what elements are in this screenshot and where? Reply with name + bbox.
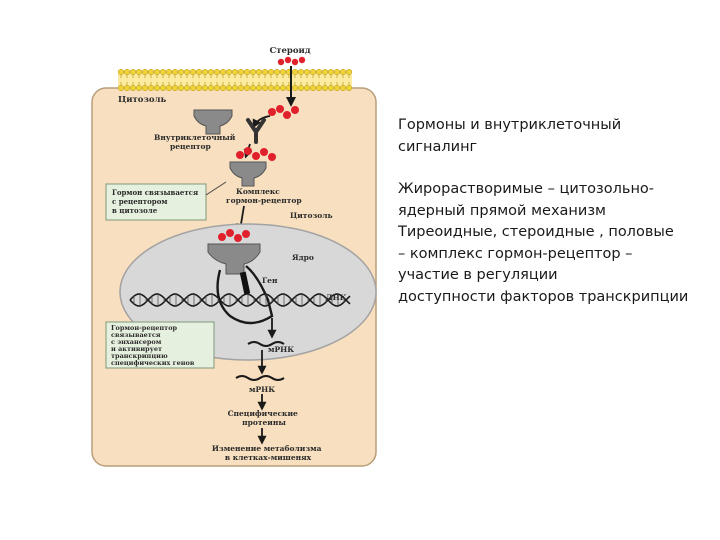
dna-label: ДНК [326,293,347,302]
note-box-cytosol-text: Гормон связывается с рецептором в цитозо… [112,188,201,215]
note-box-nucleus-text: Гормон-рецептор связывается с энхансером… [111,324,195,367]
mrna-nucleus-label: мРНК [268,345,294,354]
nucleus-label: Ядро [292,253,314,262]
steroid-signaling-diagram: Стероид Цитозоль Внутриклеточный рецепто… [91,46,377,467]
slide-body-line: ядерный прямой механизм [398,202,606,219]
steroid-hormone-icon [218,229,250,242]
gene-marker [239,271,251,295]
mrna-strand [235,375,285,381]
slide-title-line: сигналинг [398,138,478,155]
steroid-hormone-icon [268,105,299,119]
mrna-cytosol-label: мРНК [249,385,275,394]
cytosol-label-2: Цитозоль [290,211,333,220]
receptor-icon [193,109,233,135]
specific-proteins-label: Специфические протеины [228,409,301,427]
chaperone-icon [246,118,266,144]
receptor-icon [229,161,267,187]
hormone-to-receptor-arrow [252,115,271,129]
intracellular-receptor-label: Внутриклеточный рецептор [154,133,238,151]
note-box-cytosol [105,183,207,221]
slide-body-line: – комплекс гормон-рецептор – [398,245,633,262]
cytosol-label: Цитозоль [118,95,167,105]
dna-loop [216,265,274,325]
note-box-cytosol-pointer [205,181,227,196]
slide-title: Гормоны и внутриклеточный сигналинг [398,115,698,158]
note-box-nucleus [105,321,215,369]
mrna-strand [247,341,285,347]
slide-body-line: участие в регуляции [398,267,558,283]
slide-body-line: доступности факторов транскрипции [398,288,689,305]
steroid-label: Стероид [269,46,310,56]
metabolism-change-label: Изменение метаболизма в клетках-мишенях [212,444,324,462]
steroid-hormone-icon [236,147,276,161]
dna-helix-icon [129,293,351,307]
slide-text-panel: Гормоны и внутриклеточный сигналинг Жиро… [398,115,698,308]
plasma-membrane [117,68,353,92]
slide-body-line: Тиреоидные, стероидные , половые [398,224,674,240]
slide-title-line: Гормоны и внутриклеточный [398,117,622,133]
complex-label: Комплекс гормон-рецептор [226,187,302,205]
slide-body: Жирорастворимые – цитозольно- ядерный пр… [398,179,698,308]
slide-body-line: Жирорастворимые – цитозольно- [398,181,655,197]
steroid-hormone-icon [277,56,306,66]
gene-label: Ген [262,276,278,285]
